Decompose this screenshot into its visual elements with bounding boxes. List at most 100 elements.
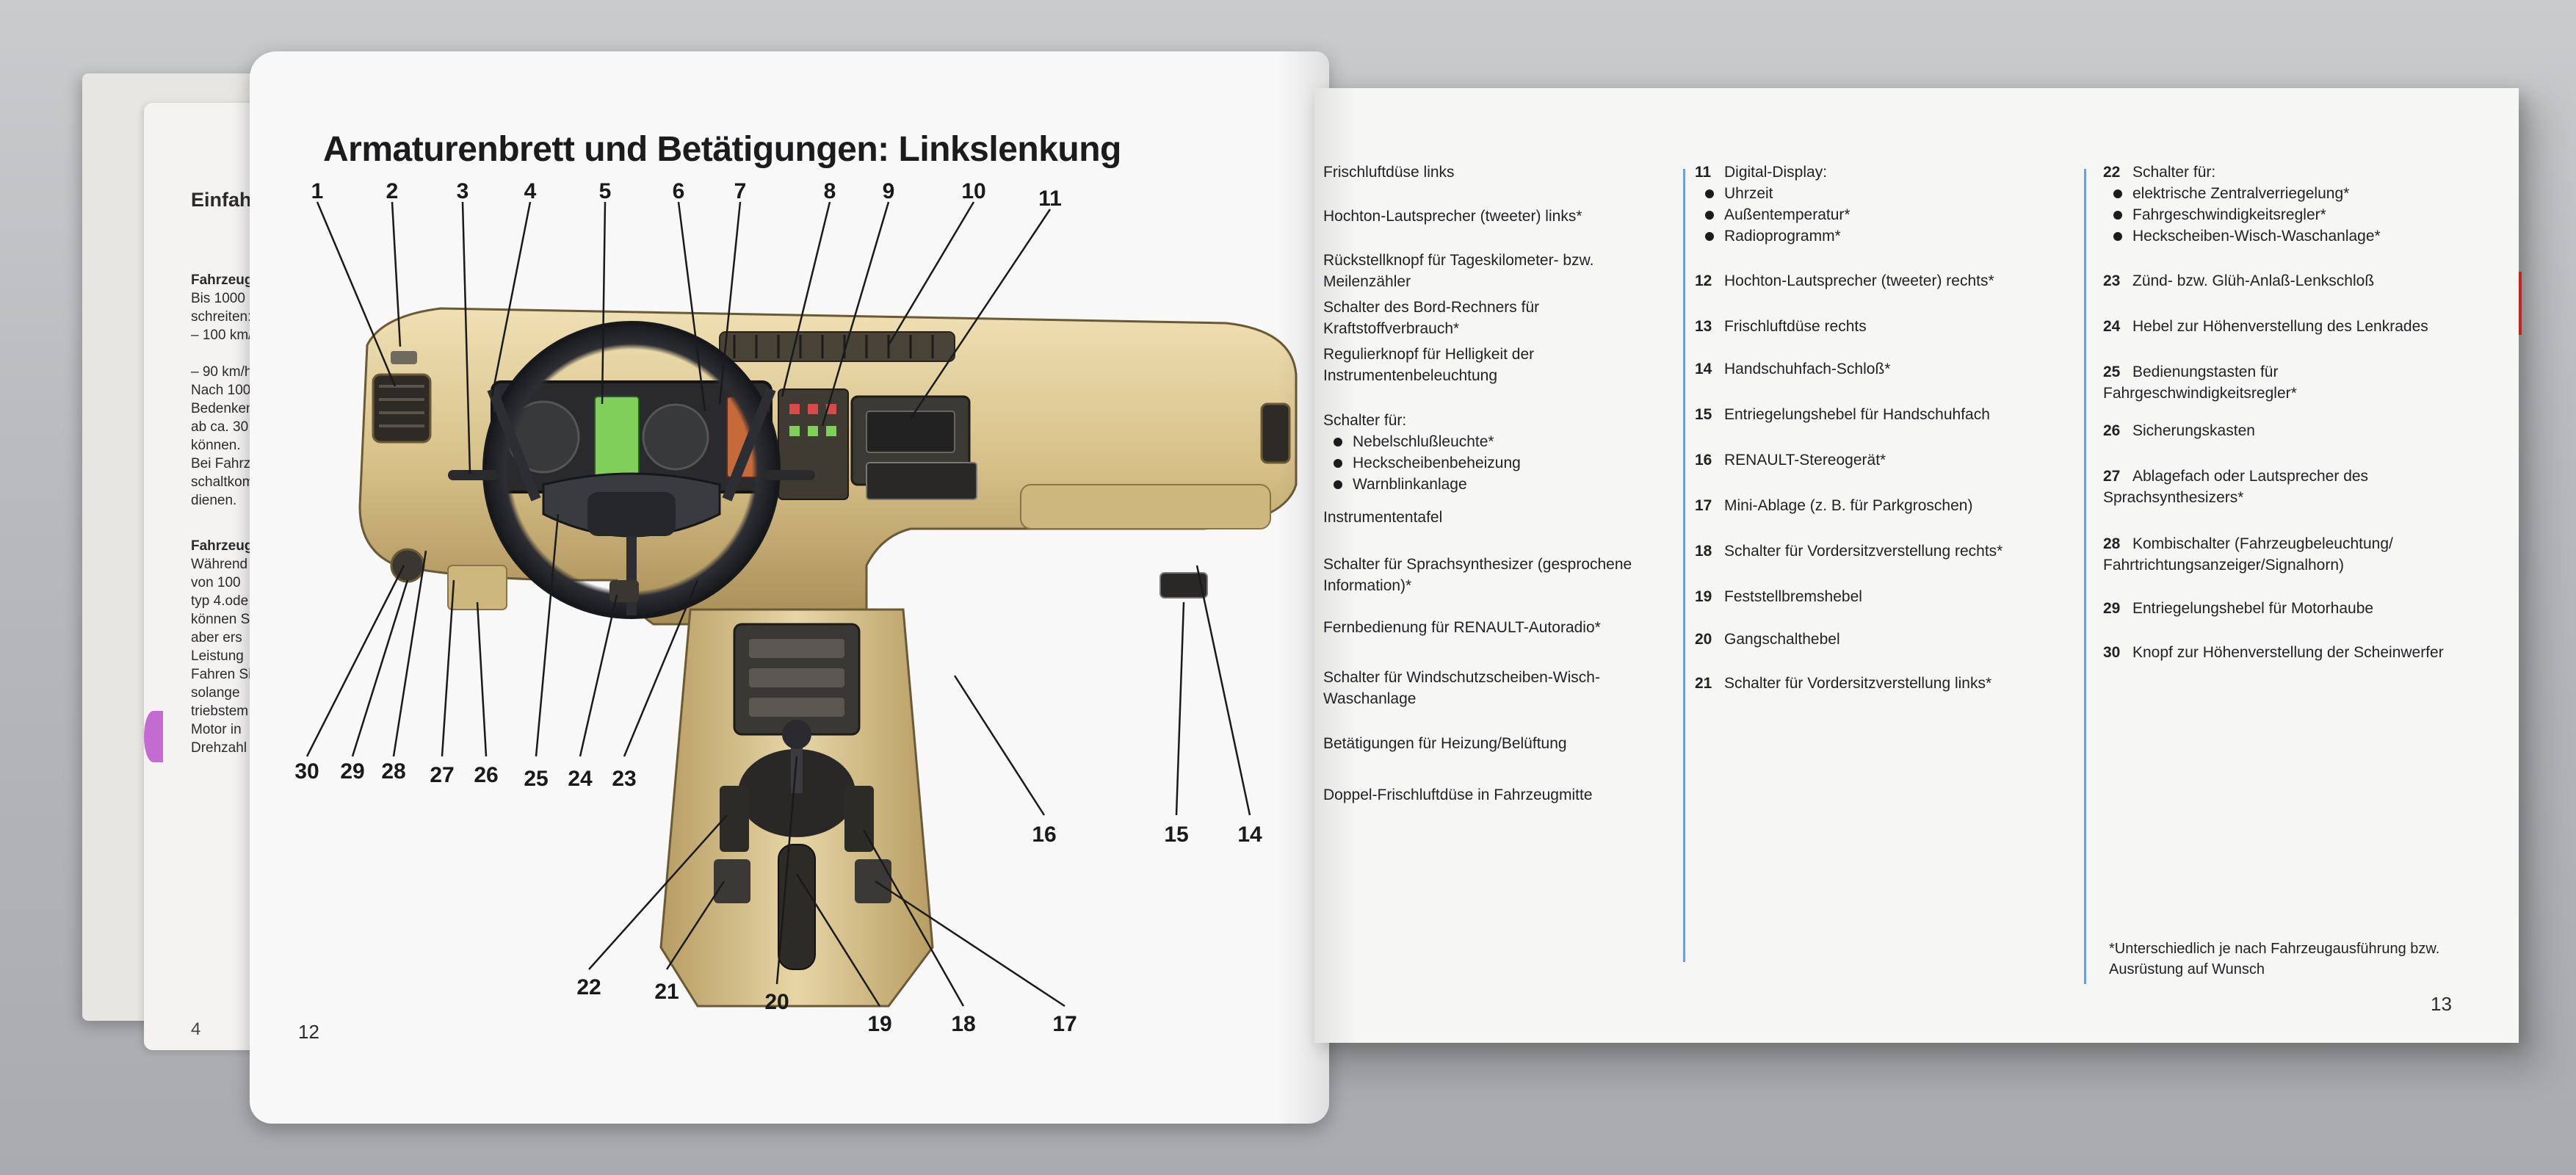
underlying-page-line: solange <box>191 685 240 701</box>
callout-25: 25 <box>524 767 548 791</box>
legend-text: Fernbedienung für RENAULT-Autoradio* <box>1323 619 1601 636</box>
legend-number: 14 <box>1695 361 1712 377</box>
callout-16: 16 <box>1032 822 1056 847</box>
legend-text: Entriegelungshebel für Handschuhfach <box>1724 406 1990 423</box>
callout-20: 20 <box>764 990 789 1014</box>
underlying-page-line: aber ers <box>191 630 242 646</box>
legend-entry: Regulierknopf für Helligkeit der Instrum… <box>1323 344 1668 386</box>
legend-number: 30 <box>2103 644 2121 661</box>
legend-entry: Hochton-Lautsprecher (tweeter) links* <box>1323 206 1668 227</box>
legend-entry: Schalter für Windschutzscheiben-Wisch-Wa… <box>1323 667 1668 709</box>
legend-text: Knopf zur Höhenverstellung der Scheinwer… <box>2132 644 2444 661</box>
legend-number: 12 <box>1695 272 1712 289</box>
callout-11: 11 <box>1038 187 1062 211</box>
legend-bullet: Radioprogramm* <box>1695 225 2047 247</box>
dashboard-illustration: 1 2 3 4 5 6 7 8 9 10 11 30 29 28 27 26 2… <box>294 179 1298 1036</box>
underlying-page-line: schaltkom <box>191 474 254 490</box>
legend-number: 18 <box>1695 543 1712 560</box>
legend-number: 17 <box>1695 497 1712 514</box>
underlying-page-line: Bedenken <box>191 401 254 416</box>
legend-bullet: Heckscheibenbeheizung <box>1323 452 1668 474</box>
right-stalk <box>764 470 815 480</box>
legend-number: 27 <box>2103 468 2121 485</box>
underlying-page-number: 4 <box>191 1019 201 1039</box>
callout-numbers-right: 16 15 14 <box>1032 822 1262 847</box>
legend-number: 11 <box>1695 164 1712 181</box>
underlying-page-line: – 90 km/h <box>191 364 253 380</box>
legend-entry: 30 Knopf zur Höhenverstellung der Scheinw… <box>2103 642 2456 663</box>
legend-entry: Fernbedienung für RENAULT-Autoradio* <box>1323 617 1668 638</box>
purple-tab-left <box>144 711 163 762</box>
callout-26: 26 <box>474 763 498 787</box>
left-tweeter <box>391 351 417 364</box>
legend-text: Digital-Display: <box>1724 164 1828 181</box>
legend-text: Doppel-Frischluftdüse in Fahrzeugmitte <box>1323 787 1593 803</box>
callout-15: 15 <box>1164 822 1188 847</box>
legend-entry: Frischluftdüse links <box>1323 162 1668 183</box>
legend-bullet: Uhrzeit <box>1695 183 2047 204</box>
legend-text: Frischluftdüse rechts <box>1724 318 1867 335</box>
legend-text: Instrumententafel <box>1323 509 1443 526</box>
page-number-left: 12 <box>298 1021 319 1043</box>
legend-entry: Schalter für: Nebelschlußleuchte*Hecksche… <box>1323 410 1668 495</box>
legend-text: Sicherungskasten <box>2132 422 2255 439</box>
callout-24: 24 <box>568 767 593 791</box>
window-switches-left <box>714 859 750 903</box>
legend-number: 16 <box>1695 452 1712 469</box>
legend-entry: Schalter für Sprachsynthesizer (gesproch… <box>1323 554 1668 596</box>
legend-number: 28 <box>2103 535 2121 552</box>
legend-bullet: Heckscheiben-Wisch-Waschanlage* <box>2103 225 2456 247</box>
legend-entry: Schalter des Bord-Rechners für Kraftstof… <box>1323 297 1668 339</box>
radio-stereo-unit <box>866 462 977 500</box>
legend-entry: Betätigungen für Heizung/Belüftung <box>1323 733 1668 754</box>
legend-text: Regulierknopf für Helligkeit der Instrum… <box>1323 346 1535 384</box>
legend-number: 13 <box>1695 318 1712 335</box>
legend-text: Handschuhfach-Schloß* <box>1724 361 1891 377</box>
page-number-right: 13 <box>2431 993 2452 1015</box>
legend-number: 25 <box>2103 364 2121 380</box>
legend-bullet: Warnblinkanlage <box>1323 474 1668 495</box>
underlying-page-line: Fahrzeug <box>191 538 253 554</box>
callout-5: 5 <box>599 179 612 203</box>
defrost-vent <box>719 331 955 362</box>
underlying-page-line: dienen. <box>191 493 237 508</box>
underlying-page-line: können S <box>191 612 250 627</box>
underlying-page-line: von 100 <box>191 575 241 590</box>
legend-text: Kombischalter (Fahrzeugbeleuchtung/ Fahr… <box>2103 535 2393 574</box>
callout-3: 3 <box>457 179 469 203</box>
underlying-page-title: Einfahr <box>191 189 260 211</box>
callout-27: 27 <box>430 763 454 787</box>
legend-number: 29 <box>2103 600 2121 617</box>
page-title: Armaturenbrett und Betätigungen: Linksle… <box>323 130 1121 169</box>
legend-bullet: Nebelschlußleuchte* <box>1323 431 1668 452</box>
callout-19: 19 <box>867 1012 891 1036</box>
legend-text: Schalter für: <box>1323 412 1407 429</box>
legend-entry: 13 Frischluftdüse rechts <box>1695 316 2047 337</box>
callout-17: 17 <box>1052 1012 1077 1036</box>
underlying-page-line: typ 4.ode <box>191 593 249 609</box>
callout-numbers-bottom-left: 30 29 28 27 26 25 24 23 <box>294 759 636 791</box>
mini-tray <box>855 859 891 903</box>
legend-text: Hebel zur Höhenverstellung des Lenkrades <box>2132 318 2428 335</box>
ignition-lock <box>609 580 639 602</box>
callout-4: 4 <box>524 179 537 203</box>
callout-6: 6 <box>673 179 685 203</box>
legend-text: Rückstellknopf für Tageskilometer- bzw. … <box>1323 252 1594 290</box>
underlying-page-line: triebstem <box>191 704 249 719</box>
legend-text: Schalter für: <box>2132 164 2216 181</box>
glovebox-latch <box>1159 572 1208 599</box>
underlying-page-line: Bei Fahrz <box>191 456 251 471</box>
legend-text: Ablagefach oder Lautsprecher des Sprachs… <box>2103 468 2369 506</box>
legend-bullet: Außentemperatur* <box>1695 204 2047 225</box>
legend-bullet: elektrische Zentralverriegelung* <box>2103 183 2456 204</box>
callout-22: 22 <box>576 975 601 999</box>
callout-10: 10 <box>961 179 985 203</box>
legend-bullet: Fahrgeschwindigkeitsregler* <box>2103 204 2456 225</box>
